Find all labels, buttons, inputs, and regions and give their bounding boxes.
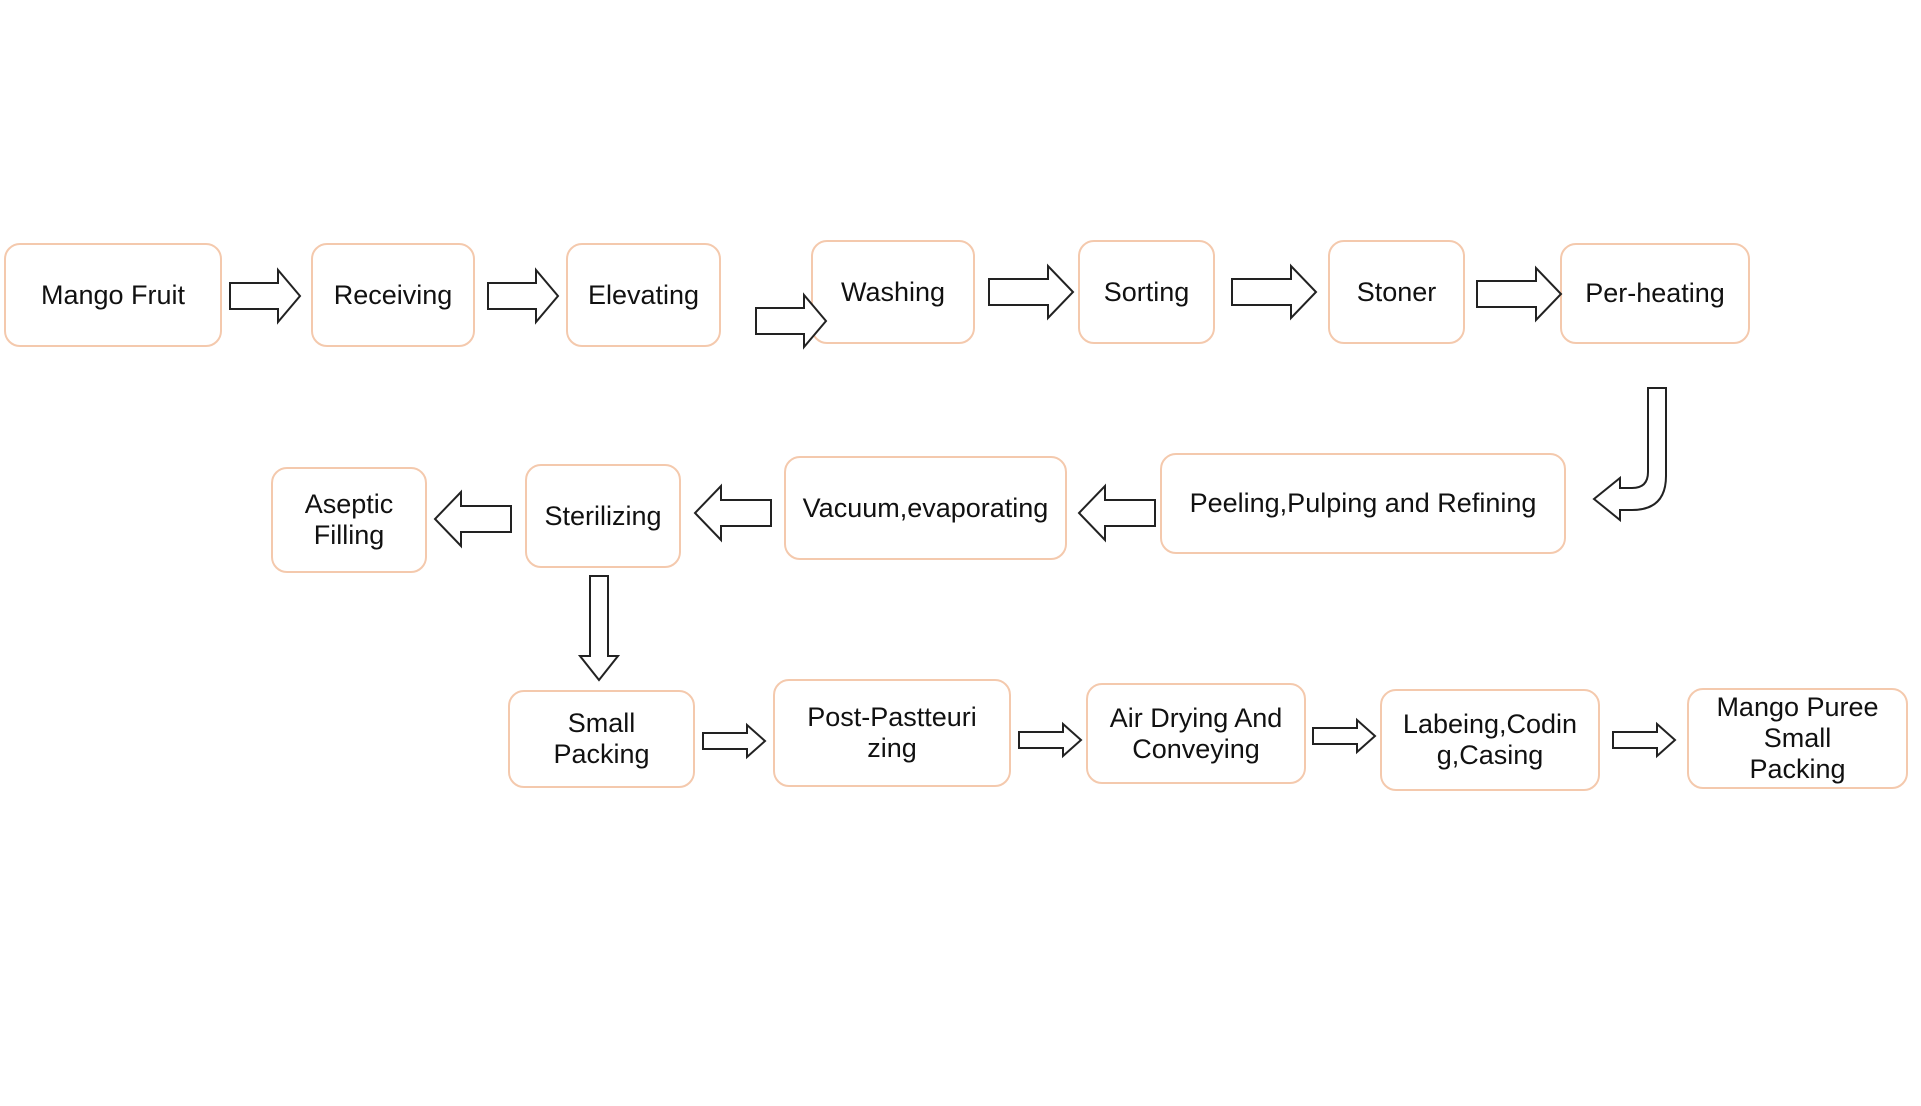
arrow-right-4 bbox=[988, 263, 1075, 321]
arrow-right-1 bbox=[229, 267, 302, 325]
node-receiving: Receiving bbox=[311, 243, 475, 347]
node-label: Post-Pastteurizing bbox=[807, 702, 977, 763]
node-sorting: Sorting bbox=[1078, 240, 1215, 344]
arrow-left-1 bbox=[1077, 483, 1156, 543]
arrow-right-9 bbox=[1312, 717, 1377, 755]
node-vacuum-evaporating: Vacuum,evaporating bbox=[784, 456, 1067, 560]
arrow-right-7 bbox=[702, 722, 767, 760]
node-label: Peeling,Pulping and Refining bbox=[1189, 488, 1537, 518]
node-mango-fruit: Mango Fruit bbox=[4, 243, 222, 347]
node-mango-puree-small-packing: Mango Puree Small Packing bbox=[1687, 688, 1908, 789]
node-label: Stoner bbox=[1356, 276, 1437, 307]
node-label: Mango Fruit bbox=[40, 279, 186, 310]
arrow-right-2 bbox=[487, 267, 560, 325]
node-per-heating: Per-heating bbox=[1560, 243, 1750, 344]
node-label: Labeing,Coding,Casing bbox=[1402, 709, 1578, 770]
node-label: Washing bbox=[840, 276, 946, 307]
node-label: Elevating bbox=[587, 279, 700, 310]
node-label: Vacuum,evaporating bbox=[802, 492, 1049, 523]
arrow-right-6 bbox=[1476, 265, 1563, 323]
node-label: Air Drying And Conveying bbox=[1109, 702, 1283, 764]
node-label: Sorting bbox=[1103, 276, 1190, 307]
node-air-drying-conveying: Air Drying And Conveying bbox=[1086, 683, 1306, 784]
node-label: Receiving bbox=[333, 279, 453, 310]
node-label: Small Packing bbox=[553, 708, 650, 769]
arrow-left-2 bbox=[693, 483, 772, 543]
node-label: Mango Puree Small Packing bbox=[1716, 692, 1879, 784]
node-aseptic-filling: Aseptic Filling bbox=[271, 467, 427, 573]
arrow-right-3 bbox=[755, 292, 828, 350]
node-small-packing: Small Packing bbox=[508, 690, 695, 788]
node-label: Sterilizing bbox=[544, 500, 662, 531]
node-peeling-pulping-refining: Peeling,Pulping and Refining bbox=[1160, 453, 1566, 554]
arrow-down bbox=[577, 575, 621, 682]
node-elevating: Elevating bbox=[566, 243, 721, 347]
node-post-pasteurizing: Post-Pastteurizing bbox=[773, 679, 1011, 787]
arrow-right-5 bbox=[1231, 263, 1318, 321]
node-label: Per-heating bbox=[1585, 278, 1725, 308]
node-washing: Washing bbox=[811, 240, 975, 344]
arrow-right-10 bbox=[1612, 721, 1677, 759]
arrow-right-8 bbox=[1018, 721, 1083, 759]
node-labeling-coding-casing: Labeing,Coding,Casing bbox=[1380, 689, 1600, 791]
arrow-bent-down-left bbox=[1592, 387, 1667, 523]
node-stoner: Stoner bbox=[1328, 240, 1465, 344]
arrow-left-3 bbox=[433, 489, 512, 549]
node-label: Aseptic Filling bbox=[304, 489, 394, 550]
node-sterilizing: Sterilizing bbox=[525, 464, 681, 568]
